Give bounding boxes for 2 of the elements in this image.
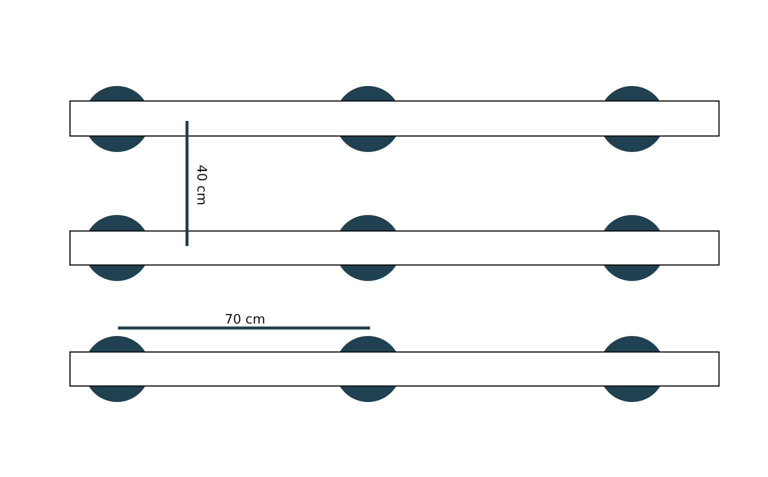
dimension-label: 40 cm [194,164,208,206]
dimension-label: 70 cm [224,314,266,326]
